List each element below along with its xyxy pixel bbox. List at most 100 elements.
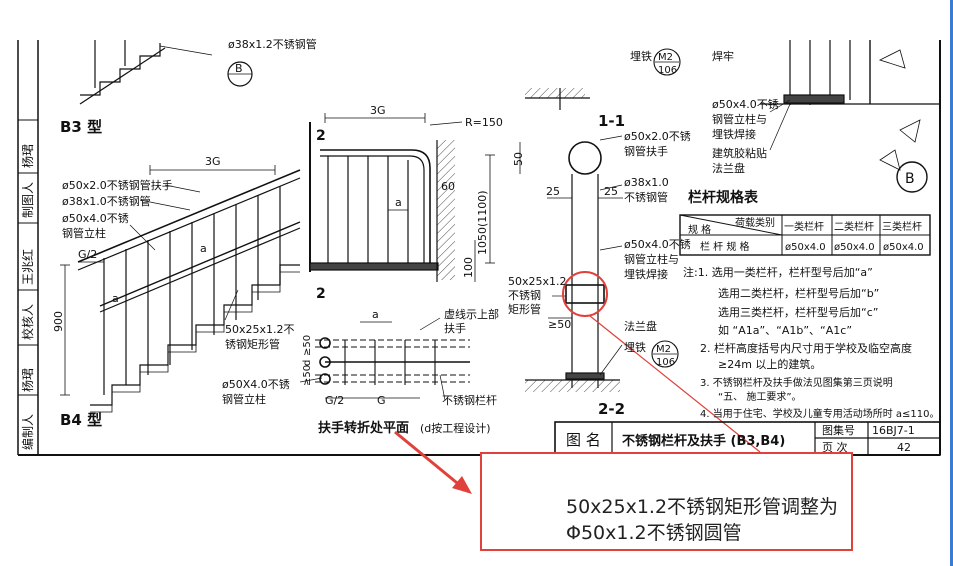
sidebar-signatures: 编制人 杨珺 校核人 王兆红 制图人 杨珺 <box>20 144 35 450</box>
detail-glue-1: 建筑胶粘贴 <box>712 146 767 160</box>
n106-bottom-label: 106 <box>656 357 675 368</box>
title-block-atlas-value: 16BJ7-1 <box>872 424 915 437</box>
note-line: 2. 栏杆高度括号内尺寸用于学校及临空高度 <box>700 341 912 355</box>
detail-b-marker <box>896 161 928 193</box>
spec-header-2: 二类栏杆 <box>834 220 874 233</box>
section-rect-1: 50x25x1.2 <box>508 275 567 288</box>
section-rect-2: 不锈钢 <box>508 289 541 302</box>
note-line: 3. 不锈钢栏杆及扶手做法见图集第三页说明 <box>700 376 893 389</box>
detail-b-marker-label: B <box>905 171 915 187</box>
spec-row-value-2: ø50x4.0 <box>834 242 875 253</box>
spec-corner-bottom: 规 格 <box>688 223 711 236</box>
b3-bar-label: ø38x1.0不锈钢管 <box>62 194 151 208</box>
b3-rect-label-1: 50x25x1.2不 <box>225 323 295 336</box>
b3-dim-900: 900 <box>52 311 65 332</box>
spec-row-value-3: ø50x4.0 <box>883 242 924 253</box>
b3-g2-label: G/2 <box>78 248 97 261</box>
highlight-leader <box>589 315 761 453</box>
section-post-2: 钢管立柱与 <box>624 252 679 266</box>
note-line: 选用三类栏杆，栏杆型号后加“c” <box>718 305 878 319</box>
section-post-3: 埋铁焊接 <box>624 267 668 281</box>
embed-top-label: 埋铁 <box>630 50 652 63</box>
plan-d50-top: ≥50 <box>302 335 313 356</box>
sheet-frame <box>17 40 941 456</box>
title-block-name-value: 不锈钢栏杆及扶手 (B3,B4) <box>622 433 785 449</box>
plan-title-note: (d按工程设计) <box>420 421 491 435</box>
detail-post-2: 钢管立柱与 <box>712 112 767 126</box>
section-post-1: ø50x4.0不锈 <box>624 238 691 251</box>
top-bar-callout: ø38x1.2不锈钢管 <box>228 37 317 51</box>
mid-radius: R=150 <box>465 116 503 129</box>
highlight-circle <box>562 271 608 317</box>
plan-d50-bottom: ≥50 <box>302 365 313 386</box>
notes: 注:1. 选用一类栏杆，栏杆型号后加“a” 选用二类栏杆，栏杆型号后加“b” 选… <box>683 265 940 420</box>
sidebar-label-compiler: 编制人 <box>20 414 35 450</box>
handrail-plan <box>299 317 470 401</box>
plan-g2-label: G/2 <box>325 394 344 407</box>
section-dim-50: 50 <box>512 152 525 166</box>
b3-post-label-1: ø50x4.0不锈 <box>62 212 129 225</box>
note-line: “五、 施工要求”。 <box>718 390 802 403</box>
section-bar-2: 不锈钢管 <box>624 190 668 204</box>
section-handrail-2: 钢管扶手 <box>624 144 668 158</box>
spec-header-1: 一类栏杆 <box>784 220 824 233</box>
section-dim-25a: 25 <box>546 185 560 198</box>
section-dim-25b: 25 <box>604 185 618 198</box>
annotation-line-1: 50x25x1.2不锈钢矩形管调整为 <box>566 496 839 518</box>
m2-marker-bottom <box>651 340 679 368</box>
section-mark-top: 2 <box>316 128 326 144</box>
b3-a-label-2: a <box>112 292 119 305</box>
section-1-1 <box>519 88 623 392</box>
mid-dim-100: 100 <box>462 257 475 278</box>
sidebar-label-checker-name: 王兆红 <box>20 249 35 285</box>
b4-title: B4 型 <box>60 411 102 429</box>
detail-glue-2: 法兰盘 <box>712 161 745 175</box>
detail-weld-label: 焊牢 <box>712 49 734 63</box>
b3-top-stair <box>79 40 213 105</box>
m2-top-label: M2 <box>658 52 673 63</box>
note-line: 4. 当用于住宅、学校及儿童专用活动场所时 a≤110。 <box>700 407 940 420</box>
section-flange: 法兰盘 <box>624 319 657 333</box>
section-mark-bottom: 2 <box>316 286 326 302</box>
plan-rail-label: 不锈钢栏杆 <box>442 393 497 407</box>
sidebar-label-compiler-name: 杨珺 <box>20 368 35 392</box>
plan-dashed-note-2: 扶手 <box>444 321 466 335</box>
title-block-page-label: 页 次 <box>822 440 848 454</box>
mid-dim-3g: 3G <box>370 104 386 117</box>
spec-table <box>679 214 931 256</box>
note-line: 注:1. 选用一类栏杆，栏杆型号后加“a” <box>683 265 873 279</box>
plan-dashed-note-1: 虚线示上部 <box>444 307 499 321</box>
middle-elevation <box>309 113 495 282</box>
section-22-title: 2-2 <box>598 400 625 418</box>
note-line: 选用二类栏杆，栏杆型号后加“b” <box>718 286 879 300</box>
m2-bottom-label: M2 <box>656 344 671 355</box>
section-11-title: 1-1 <box>598 112 625 130</box>
title-block-atlas-label: 图集号 <box>822 423 855 437</box>
note-line: 如 “A1a”、“A1b”、“A1c” <box>718 323 852 337</box>
spec-header-3: 三类栏杆 <box>882 220 922 233</box>
plan-post-label-1: ø50X4.0不锈 <box>222 378 290 391</box>
section-ge50: ≥50 <box>548 318 571 331</box>
mid-dim-1050: 1050(1100) <box>476 190 489 255</box>
annotation-arrow <box>394 430 472 494</box>
detail-post-3: 埋铁焊接 <box>712 127 756 141</box>
spec-corner-top: 荷载类别 <box>735 216 775 229</box>
section-bar-1: ø38x1.0 <box>624 176 669 189</box>
sidebar-label-drafter: 制图人 <box>21 182 35 218</box>
mid-dim-60: 60 <box>441 180 455 193</box>
note-line: ≥24m 以上的建筑。 <box>718 357 821 371</box>
section-handrail-1: ø50x2.0不锈 <box>624 130 691 143</box>
title-block-name-label: 图 名 <box>566 431 601 449</box>
annotation-box: 50x25x1.2不锈钢矩形管调整为 Φ50x1.2不锈钢圆管 <box>480 452 853 551</box>
b3-post-label-2: 钢管立柱 <box>62 226 106 240</box>
annotation-line-2: Φ50x1.2不锈钢圆管 <box>566 522 742 544</box>
plan-post-label-2: 钢管立柱 <box>222 392 266 406</box>
section-rect-3: 矩形管 <box>508 302 541 316</box>
sidebar-label-drafter-name: 杨珺 <box>20 144 35 168</box>
b3-elevation <box>60 165 301 413</box>
spec-row-label: 栏 杆 规 格 <box>700 240 750 253</box>
plan-d-label: d <box>302 360 313 366</box>
m2-marker-top <box>653 48 681 76</box>
b3-rect-label-2: 锈钢矩形管 <box>225 337 280 351</box>
